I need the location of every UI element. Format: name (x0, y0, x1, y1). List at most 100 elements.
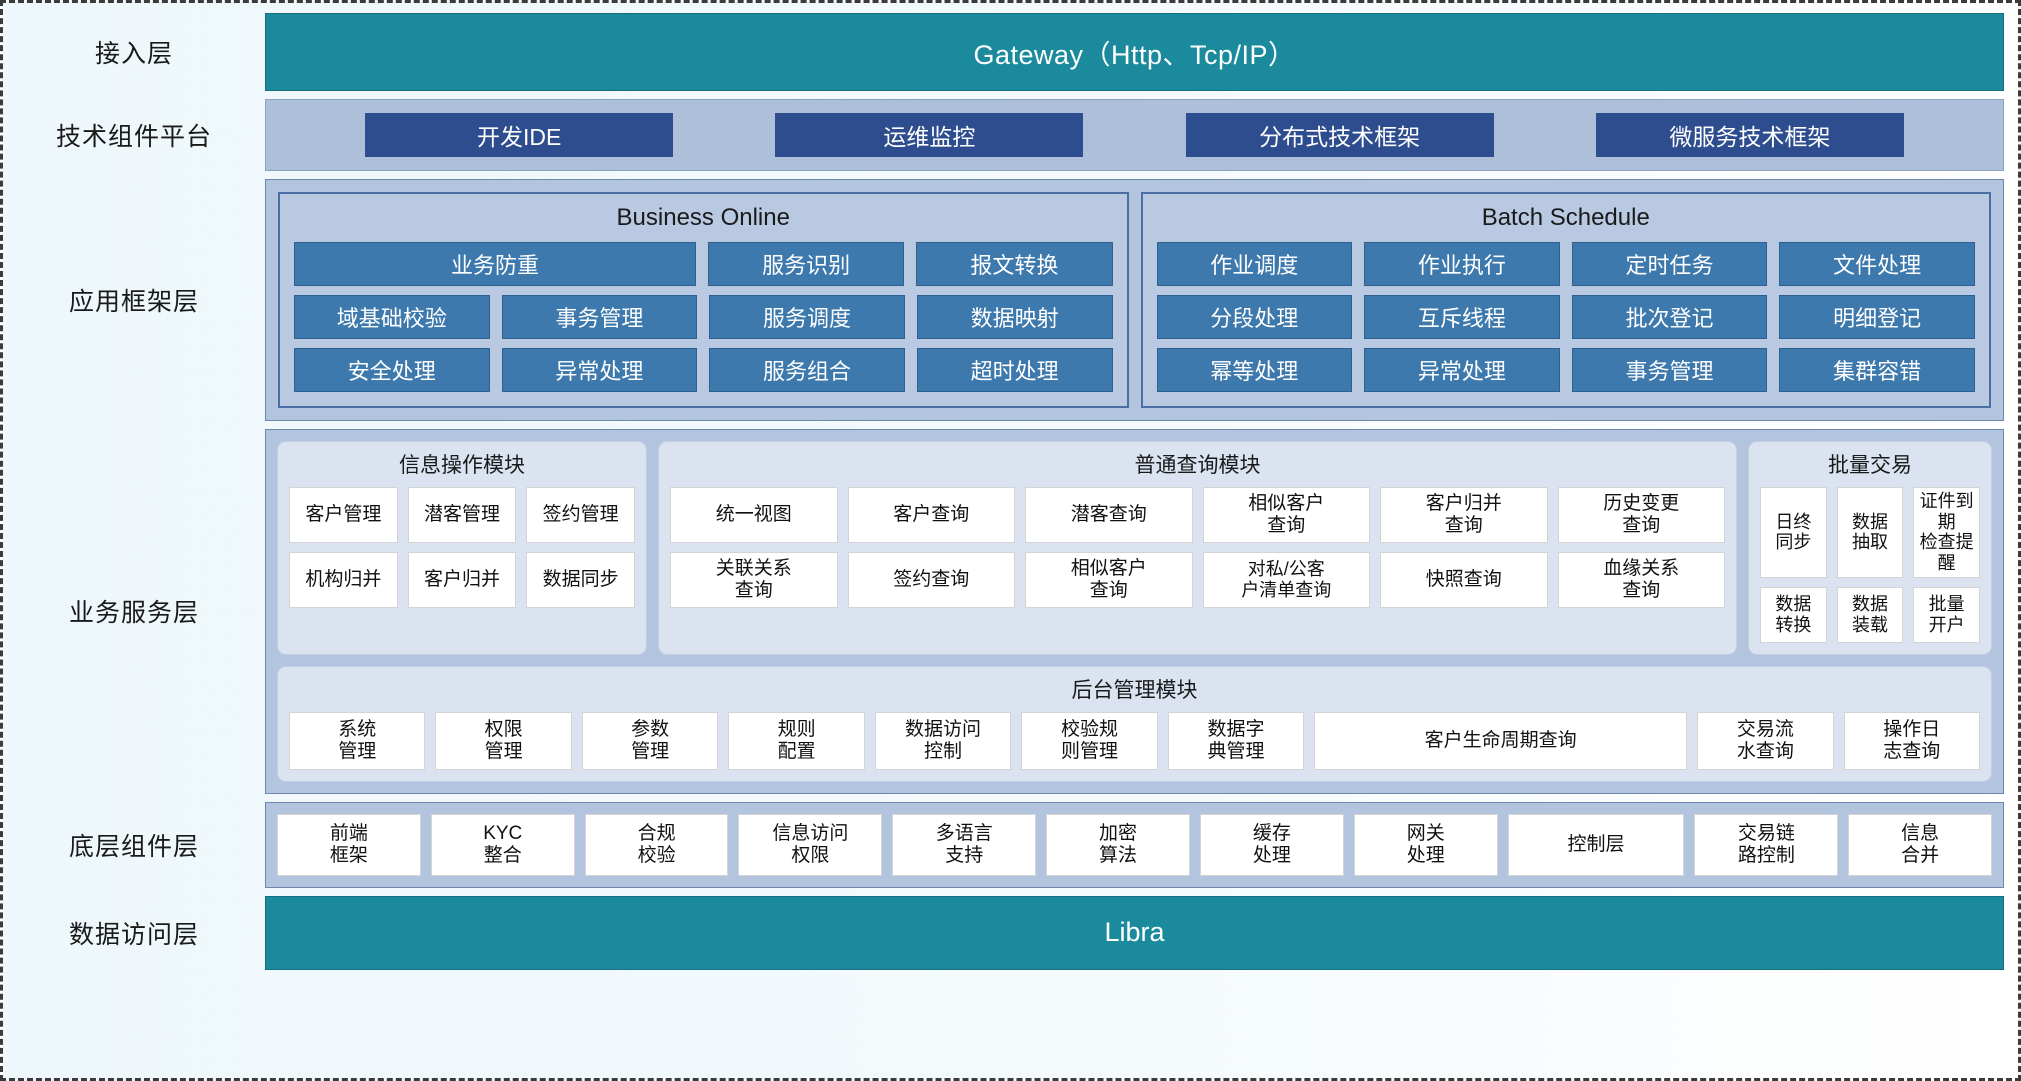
app-row: 安全处理 异常处理 服务组合 超时处理 (294, 348, 1113, 392)
tech-chip-distributed-framework[interactable]: 分布式技术框架 (1185, 113, 1494, 157)
cell-data-dictionary-management[interactable]: 数据字 典管理 (1167, 711, 1305, 770)
cell-prospect-query[interactable]: 潜客查询 (1025, 487, 1193, 543)
tech-layer-body: 开发IDE 运维监控 分布式技术框架 微服务技术框架 (265, 99, 2004, 171)
biz-row: 日终 同步 数据 抽取 证件到期 检查提醒 (1760, 487, 1981, 578)
cell-encryption-algorithm[interactable]: 加密 算法 (1046, 813, 1190, 876)
app-chip-detail-registration[interactable]: 明细登记 (1779, 295, 1975, 339)
cell-info-access-permission[interactable]: 信息访问 权限 (738, 813, 883, 876)
layer-label-tech: 技术组件平台 (55, 123, 212, 151)
app-chip-business-dedup[interactable]: 业务防重 (294, 242, 697, 286)
cell-eod-sync[interactable]: 日终 同步 (1760, 487, 1827, 578)
biz-title-batch-transaction: 批量交易 (1828, 454, 1912, 477)
cell-multilanguage-support[interactable]: 多语言 支持 (892, 813, 1037, 876)
app-chip-batch-registration[interactable]: 批次登记 (1571, 295, 1768, 339)
app-chip-cluster-fault-tolerance[interactable]: 集群容错 (1779, 348, 1975, 392)
cell-system-management[interactable]: 系统 管理 (289, 711, 426, 770)
layer-label-business-service: 业务服务层 (68, 599, 199, 628)
cell-gateway-processing[interactable]: 网关 处理 (1353, 813, 1498, 876)
tech-chip-microservice-framework[interactable]: 微服务技术框架 (1595, 113, 1904, 157)
admin-row: 系统 管理 权限 管理 参数 管理 规则 配置 数据访问 控制 校验规 则管理 … (289, 711, 1980, 770)
cell-history-change-query[interactable]: 历史变更 查询 (1557, 487, 1725, 543)
cell-control-layer[interactable]: 控制层 (1507, 813, 1685, 876)
app-chip-idempotent-handling[interactable]: 幂等处理 (1156, 348, 1353, 392)
cell-rule-configuration[interactable]: 规则 配置 (728, 711, 865, 770)
cell-data-transform[interactable]: 数据 转换 (1760, 586, 1827, 643)
cell-customer-management[interactable]: 客户管理 (289, 487, 398, 543)
app-chip-timeout-handling[interactable]: 超时处理 (916, 348, 1113, 392)
cell-cache-processing[interactable]: 缓存 处理 (1199, 813, 1344, 876)
biz-layer-body: 信息操作模块 客户管理 潜客管理 签约管理 机构归并 客户归并 数据同步 (265, 429, 2004, 794)
app-chip-file-processing[interactable]: 文件处理 (1779, 242, 1975, 286)
app-chip-transaction-mgmt-batch[interactable]: 事务管理 (1571, 348, 1768, 392)
cell-similar-customer-query-2[interactable]: 相似客户 查询 (1025, 552, 1193, 608)
cell-compliance-validation[interactable]: 合规 校验 (584, 813, 729, 876)
app-chip-job-execution[interactable]: 作业执行 (1364, 242, 1560, 286)
tech-chip-ide[interactable]: 开发IDE (365, 113, 674, 157)
app-chip-data-mapping[interactable]: 数据映射 (916, 295, 1113, 339)
cell-data-access-control[interactable]: 数据访问 控制 (874, 711, 1012, 770)
cell-org-merge[interactable]: 机构归并 (289, 552, 398, 608)
cell-transaction-chain-control[interactable]: 交易链 路控制 (1694, 813, 1839, 876)
cell-data-extract[interactable]: 数据 抽取 (1836, 487, 1904, 578)
cell-contract-management[interactable]: 签约管理 (526, 487, 636, 543)
cell-personal-corporate-list-query[interactable]: 对私/公客 户清单查询 (1202, 552, 1370, 608)
app-layer-body: Business Online 业务防重 服务识别 报文转换 域基础校验 事务管… (265, 179, 2004, 421)
app-row: 作业调度 作业执行 定时任务 文件处理 (1156, 242, 1975, 286)
base-row: 前端 框架 KYC 整合 合规 校验 信息访问 权限 多语言 支持 加密 算法 … (277, 813, 1993, 876)
biz-row: 数据 转换 数据 装载 批量 开户 (1760, 586, 1981, 643)
biz-title-backend-admin: 后台管理模块 (1071, 678, 1198, 702)
business-service-panel: 信息操作模块 客户管理 潜客管理 签约管理 机构归并 客户归并 数据同步 (265, 429, 2004, 794)
cell-permission-management[interactable]: 权限 管理 (435, 711, 572, 770)
cell-data-load[interactable]: 数据 装载 (1836, 586, 1904, 643)
cell-similar-customer-query[interactable]: 相似客户 查询 (1202, 487, 1370, 543)
app-chip-exception-handling-batch[interactable]: 异常处理 (1364, 348, 1560, 392)
tech-chip-ops-monitor[interactable]: 运维监控 (775, 113, 1084, 157)
biz-row: 机构归并 客户归并 数据同步 (289, 552, 636, 608)
biz-title-info-operation: 信息操作模块 (399, 454, 525, 477)
data-layer-body: Libra (265, 895, 2004, 970)
app-chip-service-identify[interactable]: 服务识别 (708, 242, 905, 286)
cell-kyc-integration[interactable]: KYC 整合 (430, 813, 575, 876)
app-chip-mutex-thread[interactable]: 互斥线程 (1364, 295, 1560, 339)
cell-batch-account-opening[interactable]: 批量 开户 (1913, 586, 1981, 643)
cell-unified-view[interactable]: 统一视图 (670, 487, 838, 543)
cell-relation-query[interactable]: 关联关系 查询 (670, 552, 838, 608)
cell-document-expiry-reminder[interactable]: 证件到期 检查提醒 (1913, 487, 1981, 578)
cell-parameter-management[interactable]: 参数 管理 (581, 711, 719, 770)
biz-group-backend-admin: 后台管理模块 系统 管理 权限 管理 参数 管理 规则 配置 数据访问 控制 校… (277, 665, 1992, 782)
cell-customer-merge-query[interactable]: 客户归并 查询 (1380, 487, 1548, 543)
cell-contract-query[interactable]: 签约查询 (847, 552, 1015, 608)
cell-information-merge[interactable]: 信息 合并 (1848, 813, 1993, 876)
tech-platform-band: 开发IDE 运维监控 分布式技术框架 微服务技术框架 (265, 99, 2004, 171)
app-chip-transaction-mgmt[interactable]: 事务管理 (501, 295, 698, 339)
group-title-batch-schedule: Batch Schedule (1481, 204, 1650, 231)
cell-customer-merge[interactable]: 客户归并 (407, 552, 517, 608)
cell-data-sync[interactable]: 数据同步 (526, 552, 636, 608)
app-group-batch-schedule: Batch Schedule 作业调度 作业执行 定时任务 文件处理 分段处理 … (1140, 192, 1991, 408)
cell-operation-log-query[interactable]: 操作日 志查询 (1843, 711, 1980, 770)
cell-snapshot-query[interactable]: 快照查询 (1380, 552, 1548, 608)
cell-prospect-management[interactable]: 潜客管理 (407, 487, 517, 543)
base-layer-body: 前端 框架 KYC 整合 合规 校验 信息访问 权限 多语言 支持 加密 算法 … (265, 801, 2004, 888)
app-chip-job-scheduling[interactable]: 作业调度 (1156, 242, 1353, 286)
app-chip-exception-handling[interactable]: 异常处理 (501, 348, 698, 392)
app-chip-message-transform[interactable]: 报文转换 (916, 242, 1113, 286)
layer-label-access: 接入层 (94, 40, 173, 68)
cell-customer-query[interactable]: 客户查询 (847, 487, 1015, 543)
app-chip-timed-task[interactable]: 定时任务 (1571, 242, 1768, 286)
app-chip-security-processing[interactable]: 安全处理 (294, 348, 490, 392)
app-chip-segment-processing[interactable]: 分段处理 (1156, 295, 1353, 339)
app-chip-service-scheduling[interactable]: 服务调度 (709, 295, 905, 339)
cell-frontend-framework[interactable]: 前端 框架 (277, 813, 421, 876)
biz-row: 关联关系 查询 签约查询 相似客户 查询 对私/公客 户清单查询 快照查询 血缘… (670, 552, 1725, 608)
cell-customer-lifecycle-query[interactable]: 客户生命周期查询 (1314, 711, 1688, 770)
cell-validation-rule-management[interactable]: 校验规 则管理 (1021, 711, 1158, 770)
cell-transaction-flow-query[interactable]: 交易流 水查询 (1697, 711, 1834, 770)
cell-lineage-relation-query[interactable]: 血缘关系 查询 (1557, 552, 1725, 608)
gateway-bar: Gateway（Http、Tcp/IP） (265, 13, 2004, 91)
app-group-business-online: Business Online 业务防重 服务识别 报文转换 域基础校验 事务管… (278, 192, 1129, 408)
group-title-business-online: Business Online (616, 204, 790, 231)
biz-title-common-query: 普通查询模块 (1134, 454, 1261, 477)
app-chip-service-composition[interactable]: 服务组合 (709, 348, 905, 392)
app-chip-domain-validation[interactable]: 域基础校验 (294, 295, 490, 339)
